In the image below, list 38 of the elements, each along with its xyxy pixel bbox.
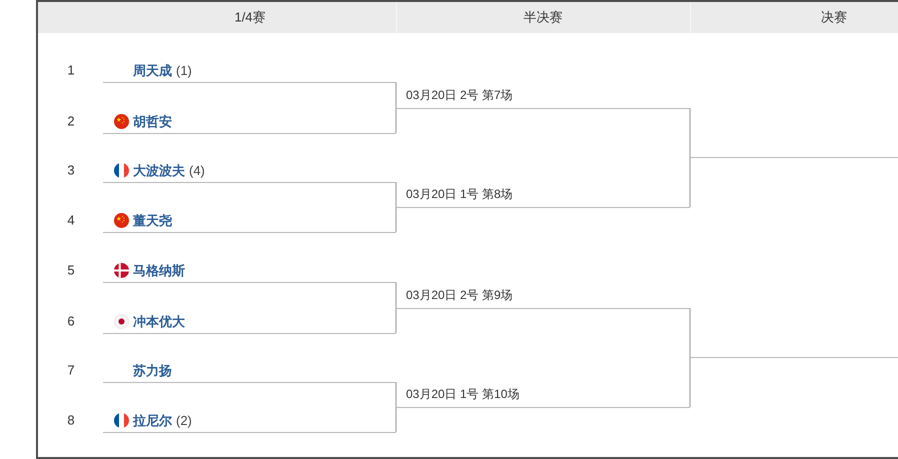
bracket-line	[689, 157, 691, 207]
player-name: 马格纳斯	[133, 264, 185, 277]
player-name: 冲本优大	[133, 314, 185, 328]
seed-number: (4)	[189, 164, 205, 177]
draw-number: 5	[67, 264, 75, 276]
draw-number: 7	[67, 364, 75, 376]
player-name: 大波波夫	[133, 164, 185, 177]
match-info: 03月20日 1号 第10场	[406, 388, 520, 400]
bracket-line	[395, 108, 397, 133]
column-header: 决赛	[821, 10, 847, 24]
player-name: 拉尼尔	[133, 414, 172, 427]
bracket-line	[395, 82, 397, 108]
draw-number: 4	[67, 214, 75, 226]
bracket-line	[395, 207, 397, 232]
draw-number: 1	[67, 64, 75, 76]
match-info: 03月20日 1号 第8场	[406, 188, 513, 200]
match-info: 03月20日 2号 第7场	[406, 89, 513, 102]
bracket-line	[689, 108, 691, 157]
draw-number: 6	[67, 314, 75, 328]
bracket-line	[689, 308, 691, 357]
bracket-line	[395, 407, 397, 432]
column-header: 半决赛	[524, 10, 562, 24]
bracket-line	[395, 282, 397, 308]
bracket-line	[689, 357, 691, 407]
bracket-line	[395, 382, 397, 407]
player-name: 周天成	[133, 64, 172, 77]
draw-number: 3	[67, 164, 75, 176]
draw-number: 8	[67, 414, 75, 426]
bracket-line	[395, 182, 397, 207]
player-name: 董天尧	[133, 214, 172, 227]
match-info: 03月20日 2号 第9场	[406, 289, 513, 302]
player-name: 胡哲安	[133, 114, 172, 128]
column-header: 1/4赛	[234, 10, 266, 24]
player-name: 苏力扬	[133, 364, 172, 377]
bracket-line	[395, 308, 397, 333]
seed-number: (1)	[176, 64, 192, 77]
draw-number: 2	[67, 114, 75, 128]
seed-number: (2)	[176, 414, 192, 427]
